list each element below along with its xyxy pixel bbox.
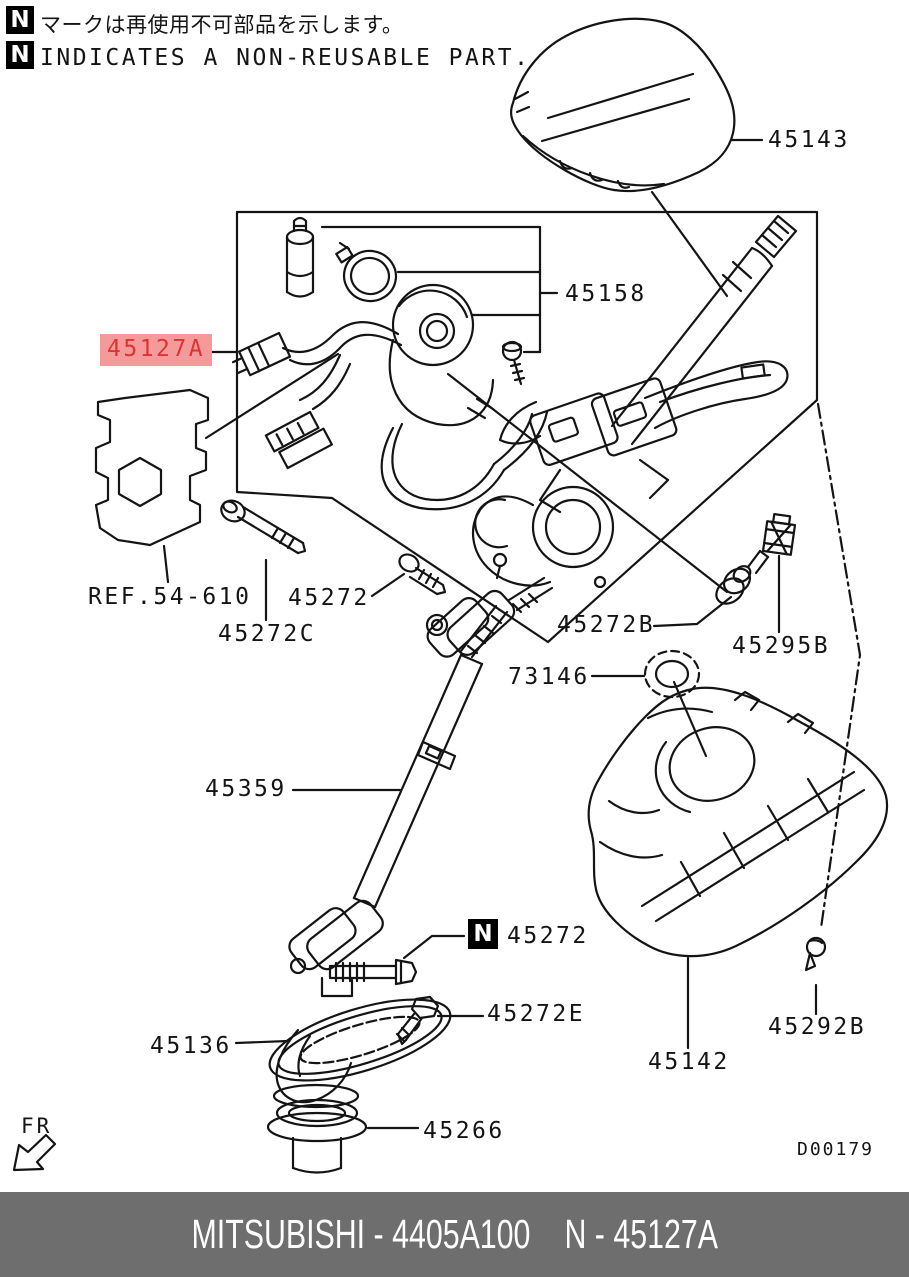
bearing-ring-drawing: [643, 649, 708, 758]
screw-45292B-drawing: [804, 936, 827, 972]
grommet-drawing: [266, 1098, 368, 1174]
grease-tube-drawing: [285, 216, 315, 298]
drawing-code: D00179: [797, 1139, 875, 1160]
part-label-45127A-highlighted: 45127A: [100, 334, 213, 366]
footer-brand-part-number: MITSUBISHI - 4405A100: [191, 1211, 531, 1257]
boot-drawing: [268, 998, 452, 1109]
part-label-45272-n: 45272: [507, 923, 589, 949]
fr-arrow-icon: [12, 1133, 57, 1172]
lower-column-cover-drawing: [587, 686, 889, 958]
part-label-45272: 45272: [288, 585, 370, 611]
part-label-45136: 45136: [150, 1033, 232, 1059]
label-bracket-45158: [320, 225, 542, 354]
part-label-45359: 45359: [205, 776, 287, 802]
footer-bar: MITSUBISHI - 4405A100 N - 45127A: [0, 1192, 909, 1277]
note-japanese: マークは再使用不可部品を示します。: [40, 13, 404, 37]
part-label-73146: 73146: [508, 664, 590, 690]
part-label-45272E: 45272E: [487, 1001, 586, 1027]
part-label-45266: 45266: [423, 1118, 505, 1144]
part-label-45292B: 45292B: [768, 1014, 867, 1040]
part-label-45143: 45143: [768, 127, 850, 153]
leader-lines: [162, 138, 862, 1130]
part-label-45158: 45158: [565, 281, 647, 307]
footer-text: MITSUBISHI - 4405A100 N - 45127A: [191, 1211, 717, 1258]
part-label-45272B: 45272B: [557, 612, 656, 638]
part-label-45272C: 45272C: [218, 621, 317, 647]
upper-u-joint-drawing: [425, 589, 516, 658]
part-label-45295B: 45295B: [732, 633, 831, 659]
part-label-ref-54-610: REF.54-610: [88, 584, 252, 610]
bolt-45272-upper-drawing: [398, 553, 447, 596]
non-reusable-icon: N: [468, 919, 498, 949]
footer-selected-part-number: N - 45127A: [564, 1211, 718, 1257]
fr-direction-label: FR: [21, 1114, 53, 1138]
motor-bolt-drawing: [501, 340, 526, 386]
bolt-45272-n-drawing: [328, 958, 418, 986]
ref-bracket-drawing: [94, 352, 340, 547]
clamp-drawing: [335, 241, 398, 303]
part-label-45142: 45142: [648, 1049, 730, 1075]
steering-column-drawing: [472, 214, 798, 614]
non-reusable-icon: N: [6, 41, 34, 69]
upper-column-cover-drawing: [510, 17, 736, 298]
lower-u-joint-drawing: [288, 899, 384, 998]
bolt-45272C-drawing: [220, 499, 307, 555]
assembly-box-outline: [235, 210, 819, 644]
non-reusable-icon: N: [6, 6, 34, 34]
grommet-45295B-drawing: [761, 513, 797, 556]
bolt-45272B-drawing: [446, 372, 770, 605]
note-english: INDICATES A NON-REUSABLE PART.: [40, 45, 531, 71]
intermediate-shaft-drawing: [352, 604, 509, 909]
motor-harness-drawing: [231, 283, 549, 511]
